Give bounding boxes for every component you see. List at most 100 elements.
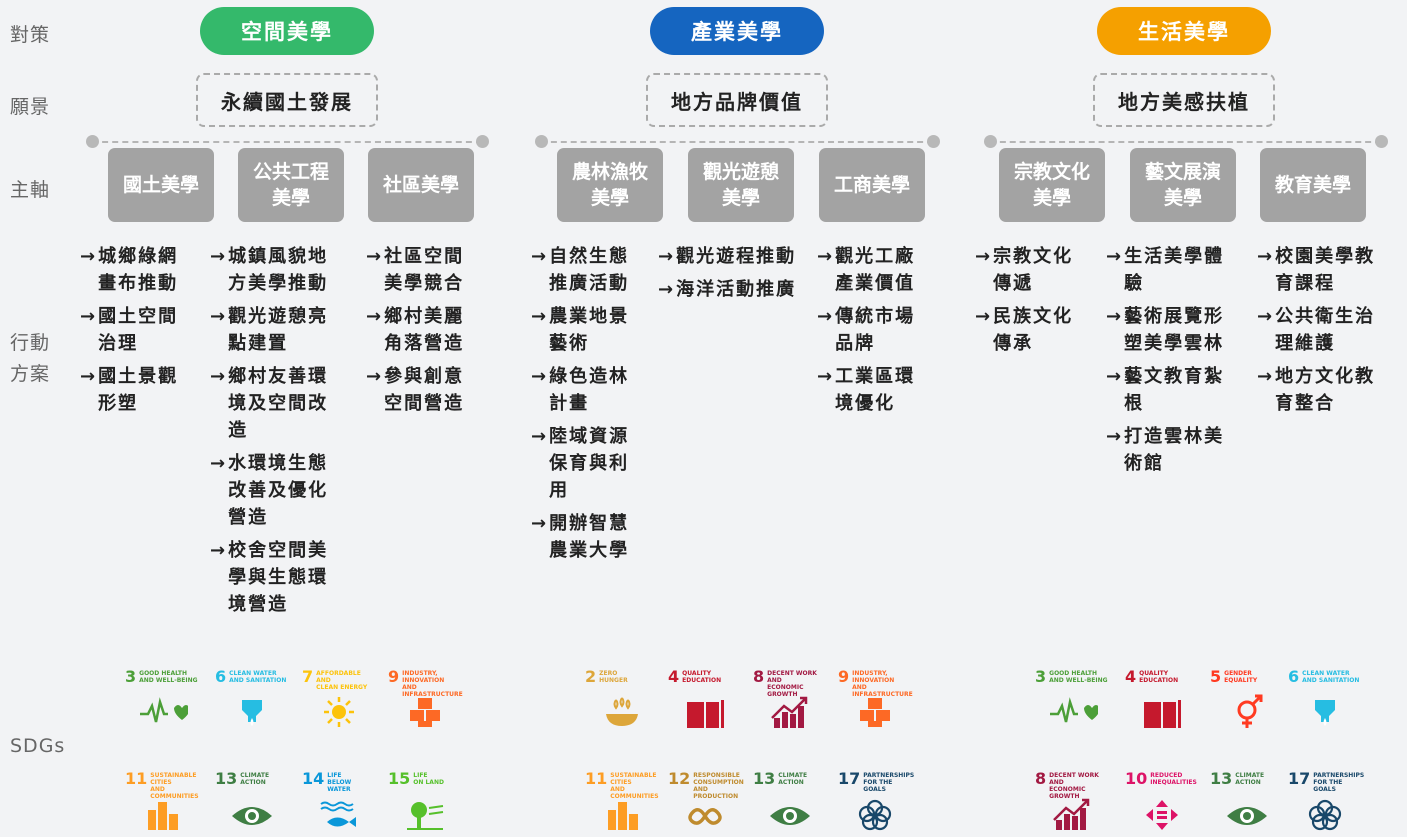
action-item: →藝文教育紮 根 — [1106, 363, 1256, 417]
sdg-name: INDUSTRY, INNOVATION AND INFRASTRUCTURE — [852, 670, 913, 698]
action-list: →生活美學體 驗→藝術展覽形 塑美學雲林→藝文教育紮 根→打造雲林美 術館 — [1106, 243, 1256, 483]
sdg-name: CLEAN WATER AND SANITATION — [1302, 670, 1360, 684]
action-text: 陸域資源 保育與利 用 — [549, 426, 630, 501]
action-item: →鄉村美麗 角落營造 — [366, 303, 480, 357]
action-item: →開辦智慧 農業大學 — [531, 510, 655, 564]
action-text: 國土空間 治理 — [98, 306, 179, 354]
sdg-name: CLIMATE ACTION — [1235, 772, 1265, 786]
axis-box: 宗教文化 美學 — [999, 148, 1105, 222]
arrow-icon: → — [658, 246, 674, 267]
action-item: →城鎮風貌地 方美學推動 — [210, 243, 360, 297]
arrow-icon: → — [80, 246, 96, 267]
arrow-icon: → — [210, 306, 226, 327]
growth-icon — [771, 696, 808, 728]
axis-box: 工商美學 — [819, 148, 925, 222]
sdg-name: SUSTAINABLE CITIES AND COMMUNITIES — [150, 772, 199, 800]
city-icon — [608, 802, 638, 830]
row-label-axis: 主軸 — [10, 179, 51, 201]
sdg-name: QUALITY EDUCATION — [682, 670, 722, 684]
cubes-icon — [860, 698, 890, 727]
action-list: →觀光工廠 產業價值→傳統市場 品牌→工業區環 境優化 — [817, 243, 941, 423]
action-item: →藝術展覽形 塑美學雲林 — [1106, 303, 1256, 357]
arrow-icon: → — [817, 366, 833, 387]
action-item: →觀光工廠 產業價值 — [817, 243, 941, 297]
action-text: 城鄉綠網 畫布推動 — [98, 246, 179, 294]
arrow-icon: → — [975, 306, 991, 327]
connector-dot — [535, 135, 548, 148]
action-text: 藝術展覽形 塑美學雲林 — [1124, 306, 1225, 354]
sdg-number: 6 — [215, 667, 227, 686]
sdg-number: 5 — [1210, 667, 1222, 686]
action-text: 打造雲林美 術館 — [1124, 426, 1225, 474]
sdg-name: CLEAN WATER AND SANITATION — [229, 670, 287, 684]
action-text: 國土景觀 形塑 — [98, 366, 179, 414]
action-text: 民族文化 傳承 — [993, 306, 1074, 354]
book-icon — [1144, 700, 1181, 728]
action-item: →民族文化 傳承 — [975, 303, 1099, 357]
rings-icon — [858, 799, 892, 831]
action-item: →公共衛生治 理維護 — [1257, 303, 1381, 357]
action-text: 水環境生態 改善及優化 營造 — [228, 453, 329, 528]
sdg-number: 13 — [753, 769, 776, 788]
action-text: 開辦智慧 農業大學 — [549, 513, 630, 561]
action-item: →宗教文化 傳遞 — [975, 243, 1099, 297]
action-list: →自然生態 推廣活動→農業地景 藝術→綠色造林 計畫→陸域資源 保育與利 用→開… — [531, 243, 655, 570]
arrow-icon: → — [1106, 306, 1122, 327]
sdg-number: 12 — [668, 769, 691, 788]
eye-icon — [1227, 807, 1267, 825]
vision-box: 地方品牌價值 — [646, 73, 828, 127]
action-text: 公共衛生治 理維護 — [1275, 306, 1376, 354]
strategy-pill: 生活美學 — [1097, 7, 1271, 55]
vision-box: 永續國土發展 — [196, 73, 378, 127]
action-item: →觀光遊程推動 — [658, 243, 808, 270]
gender-icon — [1237, 694, 1263, 728]
row-label-action-line2: 方案 — [10, 363, 51, 385]
action-list: →觀光遊程推動→海洋活動推廣 — [658, 243, 808, 309]
action-item: →國土景觀 形塑 — [80, 363, 204, 417]
sun-icon — [324, 697, 354, 727]
arrow-icon: → — [531, 246, 547, 267]
fish-icon — [320, 801, 356, 827]
action-text: 綠色造林 計畫 — [549, 366, 630, 414]
arrow-icon: → — [210, 540, 226, 561]
connector-line — [541, 141, 933, 143]
vision-box: 地方美感扶植 — [1093, 73, 1275, 127]
connector-dot — [1375, 135, 1388, 148]
sdg-number: 14 — [302, 769, 325, 788]
sdg-number: 15 — [388, 769, 411, 788]
action-item: →打造雲林美 術館 — [1106, 423, 1256, 477]
action-item: →傳統市場 品牌 — [817, 303, 941, 357]
connector-dot — [476, 135, 489, 148]
water-icon — [242, 700, 262, 726]
infinity-icon — [688, 808, 722, 825]
action-text: 校舍空間美 學與生態環 境營造 — [228, 540, 329, 615]
sdg-name: GENDER EQUALITY — [1224, 670, 1258, 684]
sdg-name: GOOD HEALTH AND WELL-BEING — [1049, 670, 1108, 684]
sdg-name: RESPONSIBLE CONSUMPTION AND PRODUCTION — [693, 772, 744, 800]
sdg-number: 9 — [388, 667, 400, 686]
sdg-name: AFFORDABLE AND CLEAN ENERGY — [316, 670, 368, 691]
row-label-sdgs: SDGs — [10, 735, 66, 757]
